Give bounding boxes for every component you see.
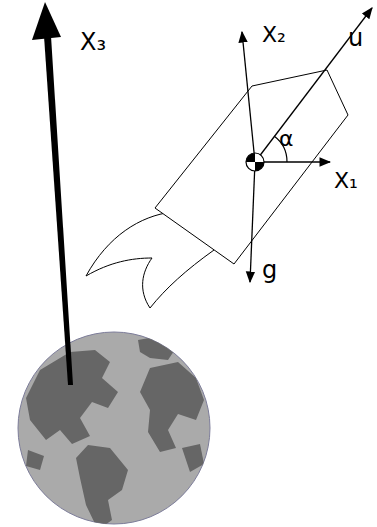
center-of-mass-symbol (246, 153, 264, 171)
axis-label: X₂ (262, 24, 286, 46)
axis-label: u (348, 26, 363, 50)
axes (242, 8, 372, 282)
angle-label: α (279, 128, 294, 150)
axis-label: g (262, 258, 277, 282)
x3-axis-arrow (32, 2, 73, 385)
earth (18, 332, 210, 527)
axis-label: X₁ (334, 170, 358, 192)
axis-label: X₃ (80, 30, 106, 54)
